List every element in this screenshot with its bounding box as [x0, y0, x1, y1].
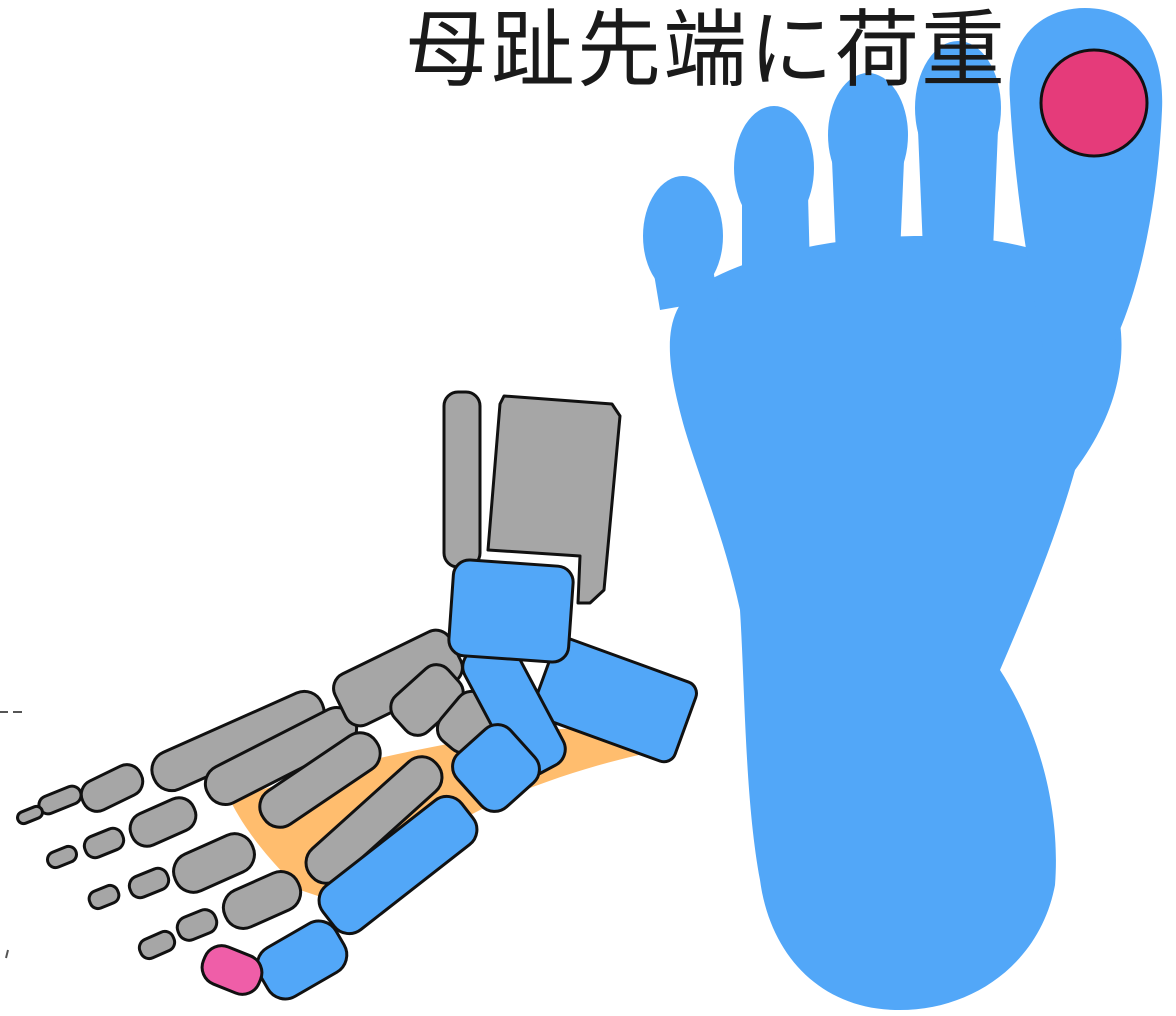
metatarsal-1 — [317, 794, 479, 936]
proximal-phalanx-1 — [255, 919, 349, 1001]
foot-skeleton — [16, 390, 698, 1001]
sole — [669, 235, 1122, 1011]
talus — [447, 558, 575, 664]
page-title: 母趾先端に荷重 — [405, 1, 1008, 99]
fibula — [442, 390, 482, 569]
footprint-icon — [643, 8, 1163, 1011]
cuneiform-medial — [451, 723, 541, 813]
metatarsal-2 — [304, 755, 444, 885]
tibia — [486, 394, 622, 605]
medial-bones — [255, 558, 698, 1001]
edge-marks — [0, 711, 22, 959]
metatarsal-3 — [258, 731, 382, 829]
distal-phalanx-1 — [200, 944, 264, 996]
calcaneus — [532, 636, 698, 764]
load-point-icon — [1039, 48, 1149, 158]
